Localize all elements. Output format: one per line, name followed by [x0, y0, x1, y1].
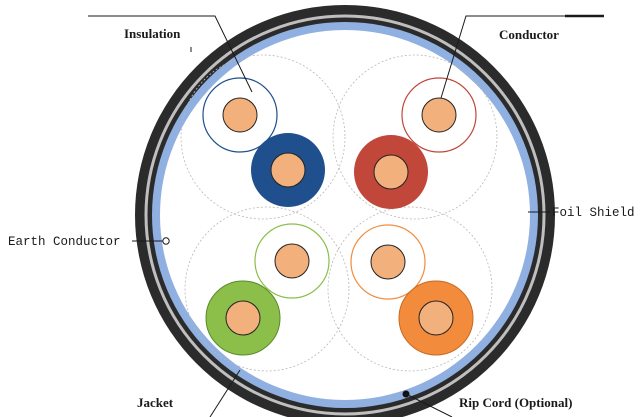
conductor-leader	[440, 15, 600, 99]
pair-outline-bottom-right	[327, 206, 493, 372]
conductor-core	[222, 97, 258, 133]
earth-conductor-marker	[162, 237, 170, 245]
pair-outline-top-right	[332, 54, 498, 220]
leader-lines	[88, 15, 600, 417]
wire-top-left-white-blue	[202, 77, 278, 153]
label-earth-conductor: Earth Conductor	[8, 235, 121, 249]
wire-top-left-blue	[251, 133, 325, 207]
rip-cord-leader	[405, 393, 453, 417]
label-conductor: Conductor	[499, 27, 559, 42]
insulation-leader	[88, 15, 253, 93]
wire-bottom-left-white-green	[254, 223, 330, 299]
conductor-core	[225, 300, 261, 336]
label-insulation: Insulation	[124, 26, 181, 41]
cable-core	[160, 30, 530, 400]
jacket-stripe	[144, 14, 546, 416]
conductor-core	[418, 300, 454, 336]
label-foil-shield: Foil Shield	[552, 206, 635, 220]
pair-outline-bottom-left	[184, 206, 350, 372]
conductor-core	[373, 154, 409, 190]
wire-bottom-right-white-orange	[350, 224, 426, 300]
conductor-core	[274, 243, 310, 279]
wire-bottom-left-green	[205, 280, 281, 356]
conductor-core	[370, 244, 406, 280]
wire-bottom-right-orange	[398, 280, 474, 356]
jacket-leader	[209, 369, 241, 417]
label-jacket: Jacket	[137, 395, 174, 410]
pair-outlines	[180, 54, 498, 372]
wire-top-right-brown	[354, 135, 428, 209]
conductor-core	[421, 97, 457, 133]
wire-top-right-white-brown	[401, 77, 477, 153]
conductor-core	[270, 152, 306, 188]
label-rip-cord: Rip Cord (Optional)	[459, 395, 572, 410]
pair-outline-top-left	[180, 54, 346, 220]
